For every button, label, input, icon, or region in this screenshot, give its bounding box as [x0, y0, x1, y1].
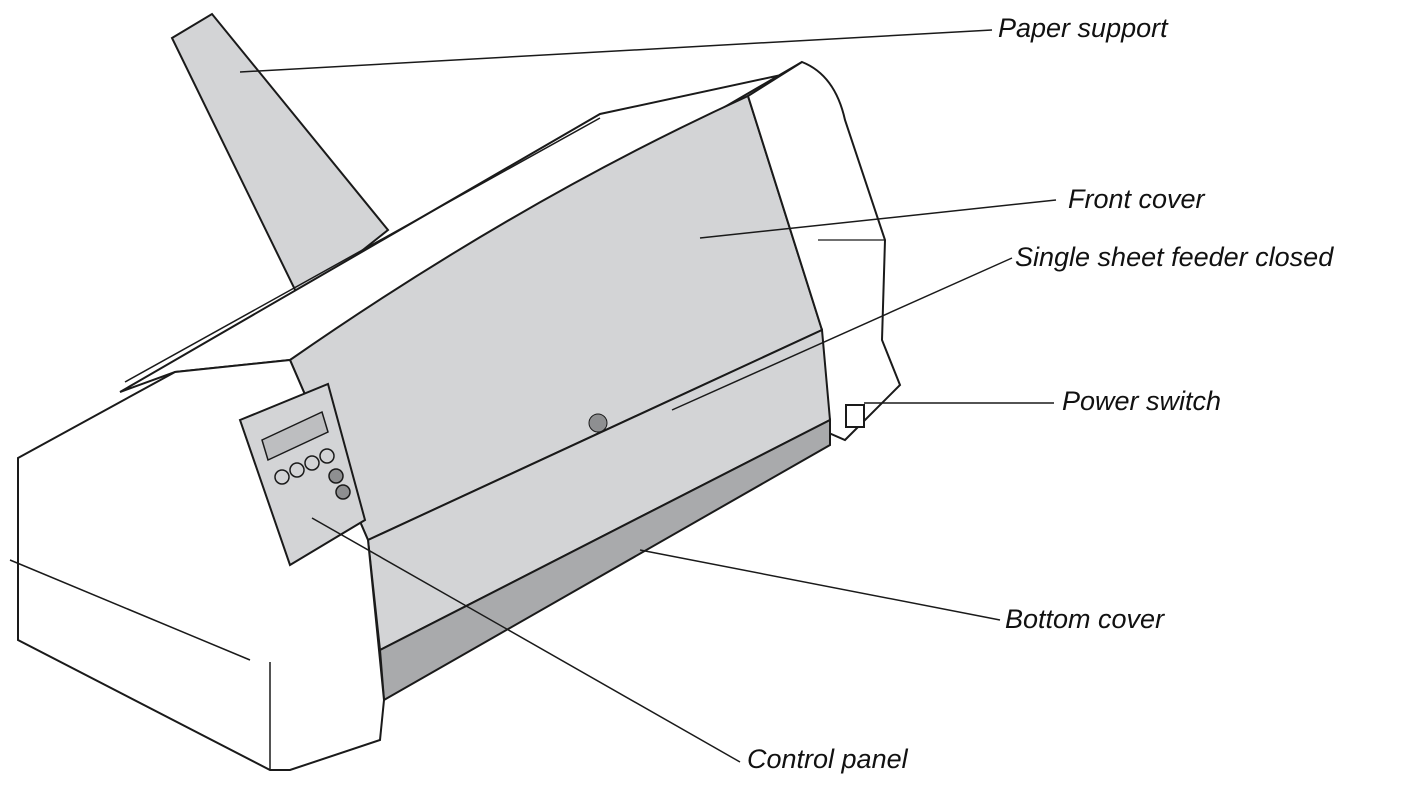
front-cover: [288, 94, 824, 542]
leader-bottom-cover: [639, 549, 1001, 621]
paper-support: [170, 12, 390, 302]
right-side-cap: [746, 60, 902, 442]
leader-lines: [239, 29, 1057, 763]
paper-support-label: Paper support: [998, 13, 1168, 43]
control-panel-label: Control panel: [747, 744, 908, 774]
power-switch: [845, 404, 865, 428]
single-sheet-feeder-label: Single sheet feeder closed: [1015, 242, 1334, 272]
leader-front-cover: [699, 199, 1057, 239]
power-switch-label: Power switch: [1062, 386, 1222, 416]
front-cover-label: Front cover: [1068, 184, 1205, 214]
leader-control-panel: [311, 517, 741, 763]
control-panel: [238, 382, 367, 567]
leader-single-sheet: [671, 257, 1013, 411]
leader-paper-support: [239, 29, 993, 73]
bottom-cover-label: Bottom cover: [1005, 604, 1165, 634]
